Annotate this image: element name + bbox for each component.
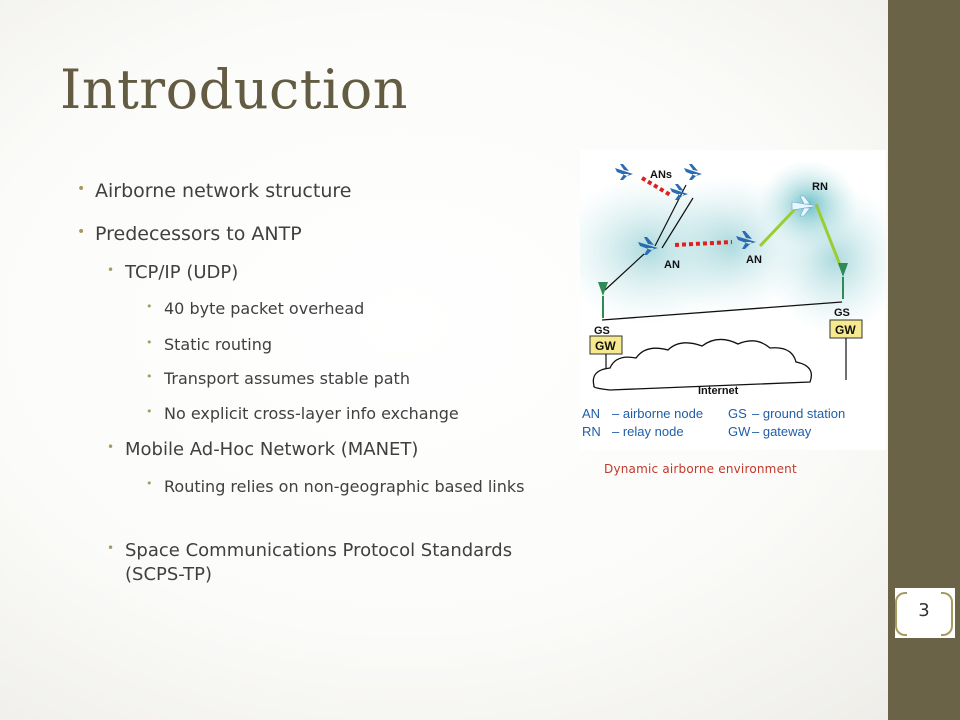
left-bracket-icon: [895, 592, 907, 636]
bullet-marker-icon: •: [77, 181, 86, 197]
diagram-label: RN: [812, 181, 828, 193]
link-line: [661, 197, 694, 249]
bullet-item: • Airborne network structure: [77, 180, 352, 202]
diagram-label: GW: [835, 323, 856, 337]
bullet-marker-icon: •: [146, 477, 153, 490]
diagram-label: GS: [834, 307, 850, 319]
link-line: [604, 253, 645, 291]
aircraft-icon: [615, 164, 756, 255]
bullet-item: • Mobile Ad-Hoc Network (MANET): [107, 439, 419, 460]
ground-link: [601, 301, 843, 321]
bullet-item: • Transport assumes stable path: [146, 369, 410, 388]
relay-aircraft-icon: [791, 195, 819, 217]
link-line: [654, 184, 687, 247]
legend-desc: – relay node: [612, 424, 684, 439]
legend-desc: – airborne node: [612, 406, 703, 421]
diagram-label: Internet: [698, 385, 739, 397]
diagram-label: GW: [595, 339, 616, 353]
legend-abbr: GS: [728, 406, 747, 421]
bullet-marker-icon: •: [107, 440, 115, 454]
internet-cloud-icon: [592, 338, 813, 391]
bullet-marker-icon: •: [146, 370, 153, 383]
relay-link: [814, 203, 844, 271]
wireless-link: [674, 240, 733, 247]
diagram-label: AN: [664, 259, 680, 271]
page-number-text: 3: [918, 600, 930, 621]
antenna-icon: [598, 282, 608, 318]
wireless-link: [640, 176, 674, 198]
bullet-item: • Routing relies on non-geographic based…: [146, 477, 525, 496]
diagram-label: AN: [746, 254, 762, 266]
bullet-item: • Space Communications Protocol Standard…: [107, 540, 513, 586]
bullet-marker-icon: •: [77, 224, 86, 240]
bullet-item: • 40 byte packet overhead: [146, 299, 365, 318]
bullet-item: • TCP/IP (UDP): [107, 262, 239, 283]
legend-abbr: GW: [728, 424, 751, 439]
legend-desc: – gateway: [752, 424, 812, 439]
bullet-item: • No explicit cross-layer info exchange: [146, 404, 459, 423]
page-number: 3: [895, 592, 953, 636]
bullet-marker-icon: •: [146, 336, 153, 349]
legend-desc: – ground station: [752, 406, 845, 421]
bullet-marker-icon: •: [146, 300, 153, 313]
airborne-network-diagram: ANs RN AN AN GS GS GW GW Internet AN – a…: [580, 150, 886, 450]
bullet-marker-icon: •: [146, 405, 153, 418]
bullet-item: • Predecessors to ANTP: [77, 223, 302, 245]
diagram-label: GS: [594, 325, 610, 337]
legend-abbr: AN: [582, 406, 600, 421]
diagram-caption: Dynamic airborne environment: [604, 462, 797, 476]
relay-link: [758, 204, 800, 248]
slide-title: Introduction: [60, 58, 408, 121]
legend-abbr: RN: [582, 424, 601, 439]
bullet-marker-icon: •: [107, 263, 115, 277]
diagram-label: ANs: [650, 169, 672, 181]
antenna-icon: [838, 263, 848, 299]
bullet-marker-icon: •: [107, 541, 115, 555]
bullet-item: • Static routing: [146, 335, 273, 354]
right-bracket-icon: [941, 592, 953, 636]
